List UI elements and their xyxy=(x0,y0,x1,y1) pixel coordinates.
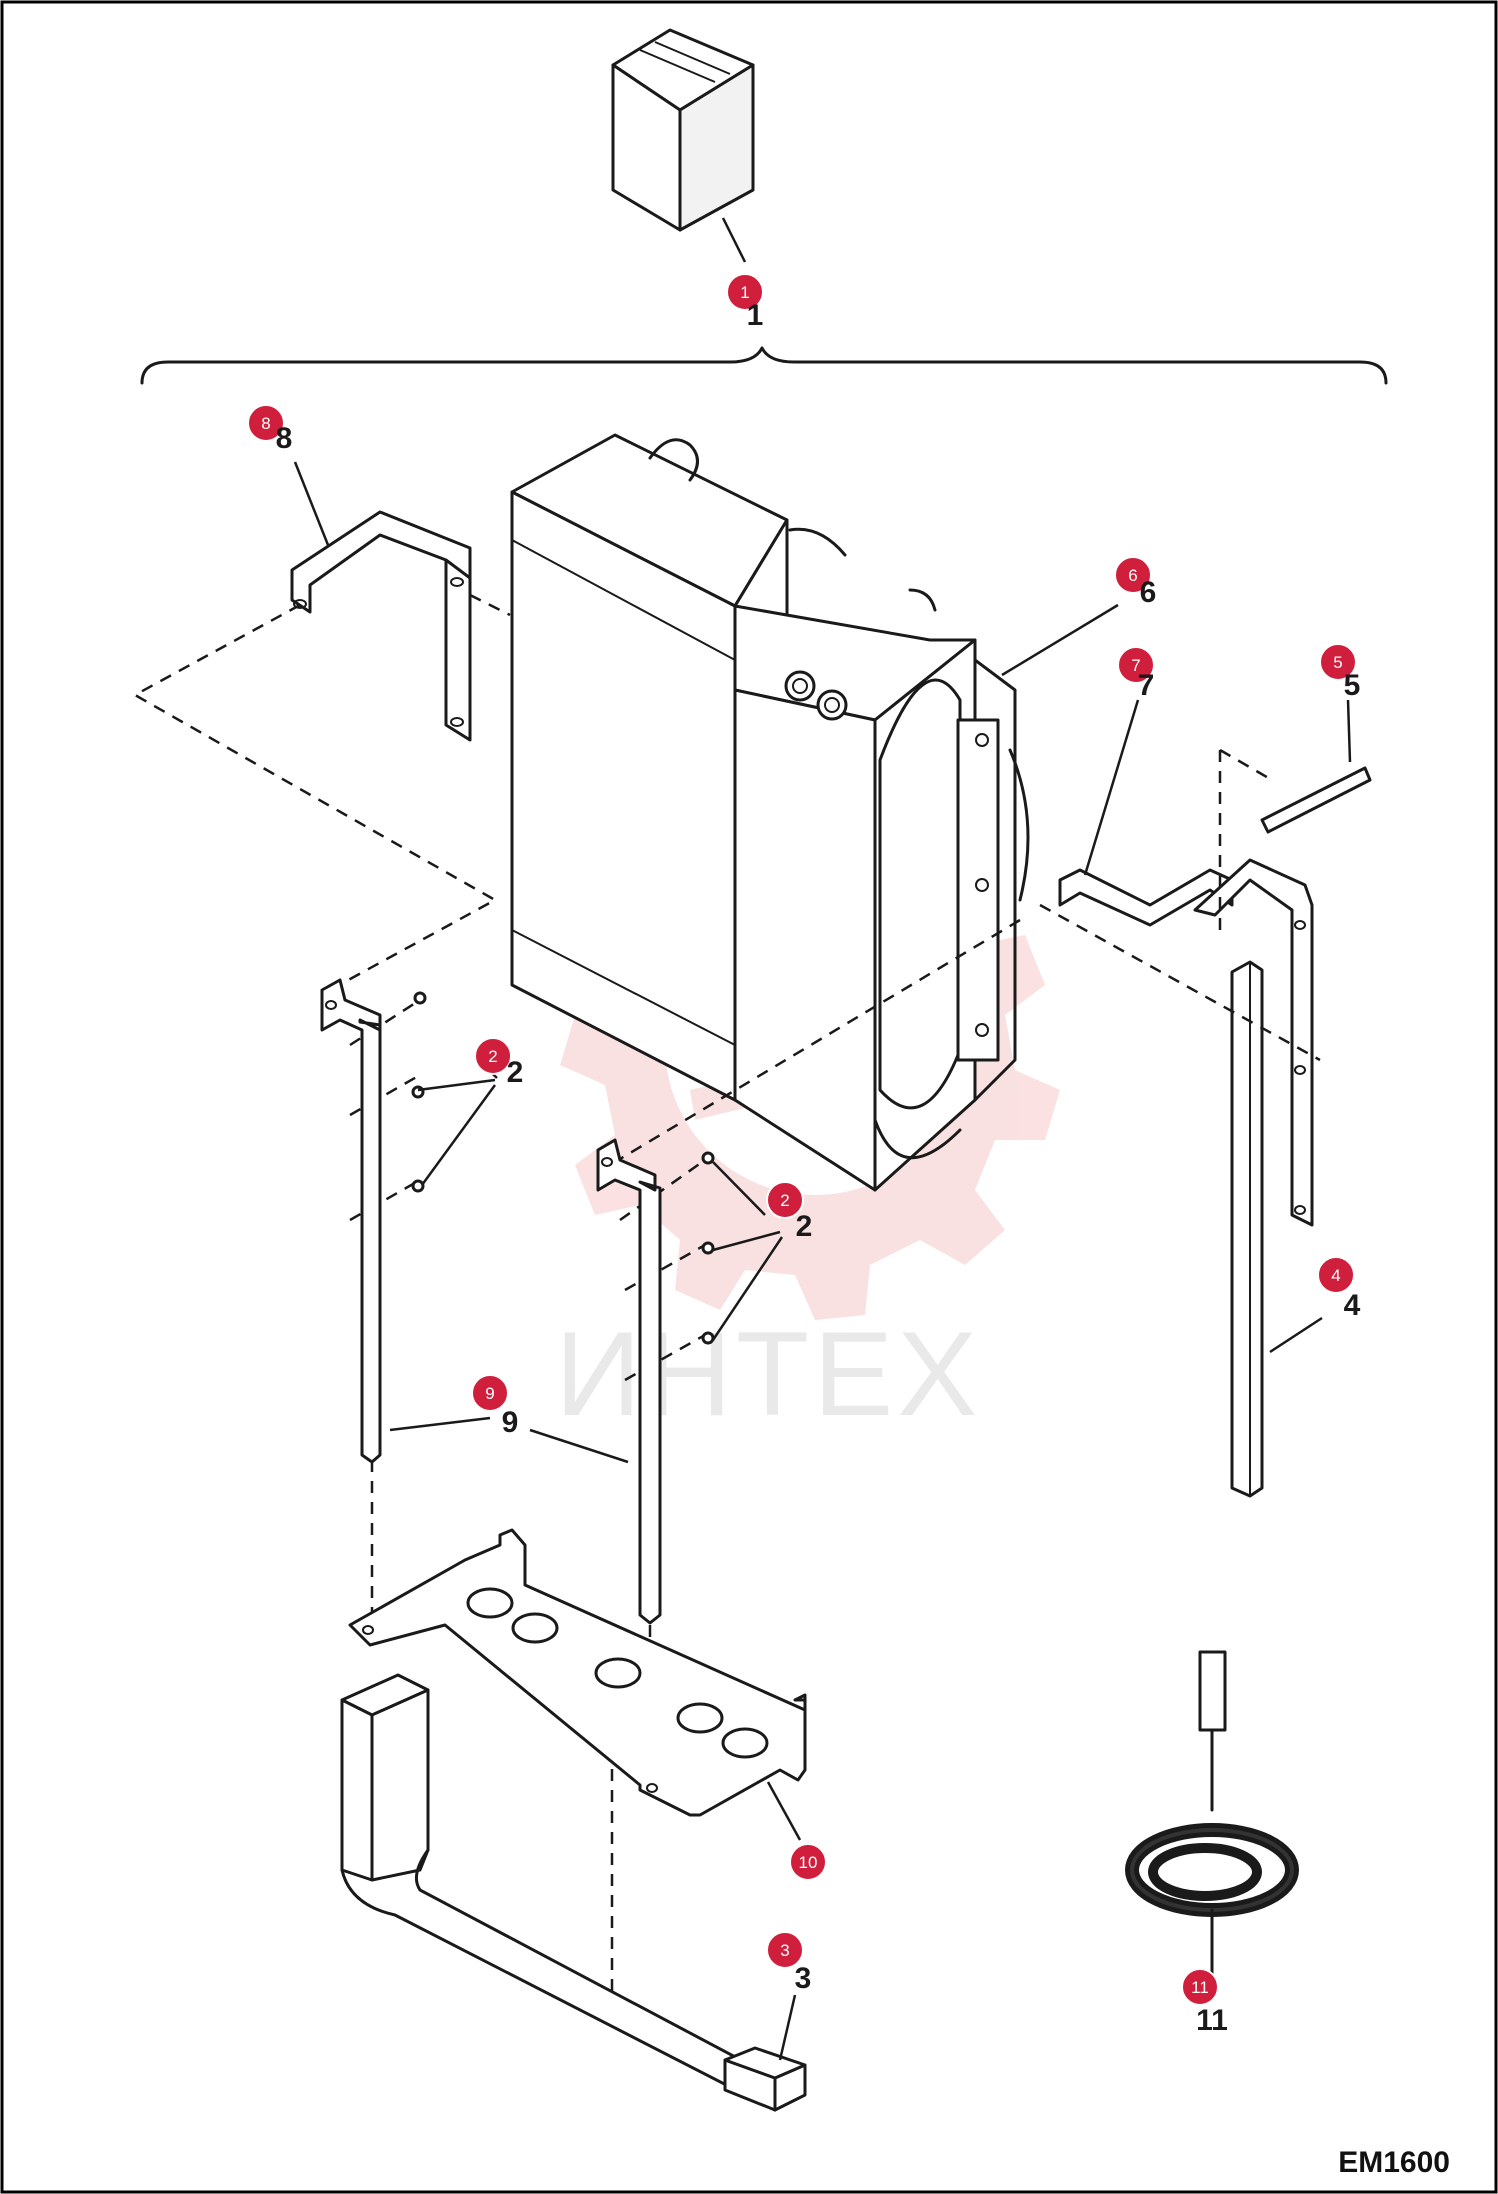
svg-text:2: 2 xyxy=(507,1056,524,1089)
diagram-code-label: EM1600 xyxy=(1338,2146,1450,2179)
part-1-kit-box xyxy=(611,28,755,232)
svg-text:1: 1 xyxy=(740,283,749,302)
right-support-bracket xyxy=(1193,858,1314,1227)
callout-6[interactable]: 6 6 xyxy=(1114,556,1157,609)
callout-9[interactable]: 9 9 xyxy=(471,1374,519,1439)
svg-text:8: 8 xyxy=(261,414,270,433)
svg-text:2: 2 xyxy=(796,1210,813,1243)
part-10-bottom-plate xyxy=(348,1528,807,1817)
part-11-hose-coil xyxy=(1125,1650,1299,1977)
svg-text:11: 11 xyxy=(1196,2004,1228,2037)
svg-text:7: 7 xyxy=(1138,669,1155,702)
leader-lines xyxy=(293,217,1352,2061)
svg-text:6: 6 xyxy=(1128,566,1137,585)
part-4-vertical-bar xyxy=(1230,960,1264,1498)
callout-11[interactable]: 11 11 xyxy=(1181,1968,1228,2037)
callout-10[interactable]: 10 xyxy=(789,1843,827,1881)
svg-text:3: 3 xyxy=(795,1962,812,1995)
watermark-text: ИНТЕХ xyxy=(555,1307,981,1441)
callout-1[interactable]: 1 1 xyxy=(726,273,764,332)
svg-text:9: 9 xyxy=(485,1384,494,1403)
part-6-radiator-core xyxy=(510,433,1030,1192)
part-9-support-rod-left xyxy=(320,978,382,1464)
svg-text:1: 1 xyxy=(747,299,764,332)
svg-text:11: 11 xyxy=(1191,1978,1209,1997)
callout-2-left[interactable]: 2 2 xyxy=(474,1037,524,1089)
svg-text:7: 7 xyxy=(1131,656,1140,675)
callout-8[interactable]: 8 8 xyxy=(247,404,293,455)
callout-3[interactable]: 3 3 xyxy=(766,1931,812,1995)
part-9-support-rod-middle xyxy=(596,1138,662,1625)
svg-text:2: 2 xyxy=(780,1191,789,1210)
assembly-line xyxy=(132,603,498,992)
part-3-u-channel xyxy=(340,1673,807,2112)
assembly-line xyxy=(1218,748,1273,930)
assembly-line xyxy=(1039,903,1321,1062)
assembly-line xyxy=(609,918,1021,1167)
callout-2-middle[interactable]: 2 2 xyxy=(766,1181,813,1243)
part-5-strip xyxy=(1260,766,1372,834)
svg-text:10: 10 xyxy=(799,1853,818,1872)
svg-text:4: 4 xyxy=(1331,1266,1340,1285)
assembly-line xyxy=(469,593,511,617)
part-7-side-bracket xyxy=(1058,868,1234,927)
svg-text:9: 9 xyxy=(502,1406,519,1439)
svg-text:4: 4 xyxy=(1344,1289,1361,1322)
callout-4[interactable]: 4 4 xyxy=(1317,1256,1361,1322)
part-8-upper-bracket xyxy=(290,510,472,742)
callout-5[interactable]: 5 5 xyxy=(1319,643,1361,702)
svg-text:6: 6 xyxy=(1140,576,1157,609)
svg-text:5: 5 xyxy=(1333,653,1342,672)
svg-text:3: 3 xyxy=(780,1941,789,1960)
svg-text:5: 5 xyxy=(1344,669,1361,702)
kit-bracket-brace xyxy=(140,346,1388,385)
callout-7[interactable]: 7 7 xyxy=(1117,646,1155,702)
svg-text:8: 8 xyxy=(276,422,293,455)
bolt-group-middle xyxy=(619,1151,715,1382)
svg-text:2: 2 xyxy=(488,1047,497,1066)
bolt-group-left xyxy=(349,991,427,1222)
